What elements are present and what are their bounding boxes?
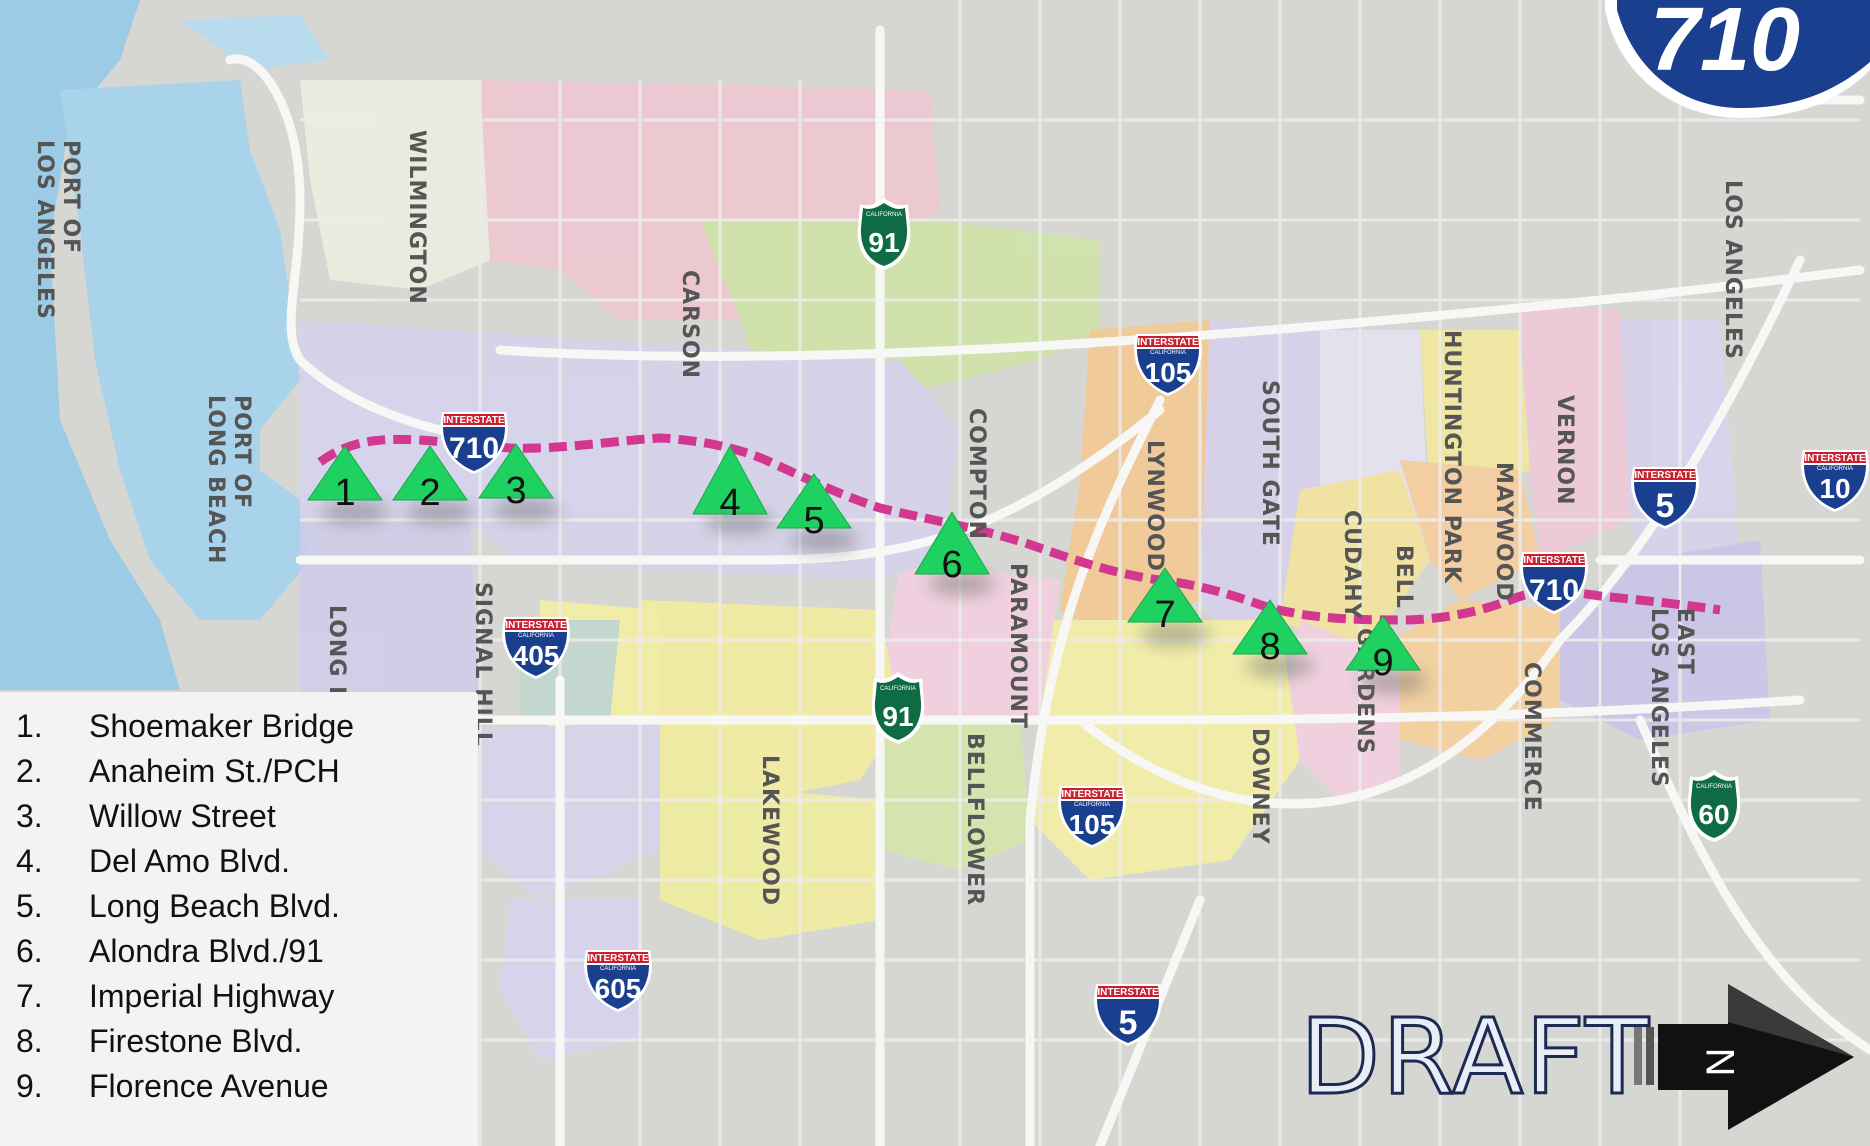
svg-text:INTERSTATE: INTERSTATE (443, 415, 505, 426)
i10-shield: INTERSTATE CALIFORNIA 10 (1801, 450, 1869, 512)
svg-text:CALIFORNIA: CALIFORNIA (518, 633, 554, 639)
sr91-shield-north: CALIFORNIA 91 (857, 198, 911, 270)
place-downey: DOWNEY (1247, 728, 1272, 845)
legend-item: 2.Anaheim St./PCH (16, 753, 340, 789)
north-label: N (1699, 1048, 1743, 1077)
svg-text:CALIFORNIA: CALIFORNIA (1817, 466, 1853, 472)
place-los-angeles: LOS ANGELES (1720, 180, 1745, 360)
svg-text:INTERSTATE: INTERSTATE (587, 953, 649, 964)
svg-text:710: 710 (449, 432, 499, 465)
svg-text:INTERSTATE: INTERSTATE (505, 620, 567, 631)
svg-text:4: 4 (719, 482, 740, 524)
legend-item: 3.Willow Street (16, 798, 276, 834)
svg-text:INTERSTATE: INTERSTATE (1061, 789, 1123, 800)
marker-6: 6 (914, 511, 996, 596)
svg-text:CALIFORNIA: CALIFORNIA (600, 966, 636, 972)
place-labels: PORT OFLOS ANGELES WILMINGTON PORT OFLON… (32, 130, 1745, 906)
legend-item: 5.Long Beach Blvd. (16, 888, 340, 924)
place-bell: BELL (1391, 545, 1416, 609)
i5-shield-north: INTERSTATE 5 (1631, 467, 1699, 529)
svg-text:60: 60 (1698, 799, 1729, 830)
svg-text:CALIFORNIA: CALIFORNIA (880, 686, 916, 692)
svg-text:710: 710 (1529, 574, 1579, 607)
svg-text:6: 6 (941, 544, 962, 586)
legend-item: 7.Imperial Highway (16, 978, 335, 1014)
place-huntington-park: HUNTINGTON PARK (1439, 330, 1464, 584)
place-compton: COMPTON (964, 408, 989, 540)
legend-item: 8.Firestone Blvd. (16, 1023, 303, 1059)
place-cudahy: CUDAHY (1339, 510, 1364, 620)
svg-text:710: 710 (1650, 0, 1800, 90)
svg-text:INTERSTATE: INTERSTATE (1634, 470, 1696, 481)
place-wilmington: WILMINGTON (404, 130, 429, 305)
svg-text:INTERSTATE: INTERSTATE (1137, 337, 1199, 348)
i710-shield-north: INTERSTATE 710 (1520, 552, 1588, 614)
marker-8: 8 (1232, 599, 1314, 678)
i710-shield-south: INTERSTATE 710 (440, 412, 508, 474)
marker-2: 2 (392, 445, 474, 524)
place-vernon: VERNON (1552, 395, 1577, 506)
highway-shields: INTERSTATE 710 INTERSTATE CALIFORNIA 105… (440, 198, 1869, 1046)
marker-1: 1 (307, 445, 389, 524)
svg-text:5: 5 (1656, 487, 1675, 525)
marker-3: 3 (478, 443, 560, 522)
svg-text:8: 8 (1259, 626, 1280, 668)
draft-watermark: DRAFT (1299, 996, 1651, 1118)
svg-text:INTERSTATE: INTERSTATE (1523, 555, 1585, 566)
place-east-la: EASTLOS ANGELES (1646, 608, 1697, 788)
i105-shield-south: INTERSTATE CALIFORNIA 105 (1058, 786, 1126, 848)
svg-text:2: 2 (419, 472, 440, 514)
svg-text:CALIFORNIA: CALIFORNIA (1074, 802, 1110, 808)
svg-text:CALIFORNIA: CALIFORNIA (1150, 350, 1186, 356)
svg-text:INTERSTATE: INTERSTATE (1097, 987, 1159, 998)
north-arrow: N (1634, 984, 1854, 1130)
svg-text:91: 91 (868, 227, 899, 258)
svg-text:405: 405 (513, 640, 560, 671)
marker-9: 9 (1345, 615, 1427, 694)
svg-text:10: 10 (1819, 473, 1850, 504)
svg-text:105: 105 (1145, 357, 1192, 388)
title-i710-shield: 710 (1605, 0, 1870, 118)
marker-7: 7 (1127, 567, 1209, 646)
place-lynwood: LYNWOOD (1142, 440, 1167, 572)
marker-4: 4 (692, 444, 774, 534)
svg-text:91: 91 (882, 701, 913, 732)
place-carson: CARSON (677, 270, 702, 379)
i605-shield: INTERSTATE CALIFORNIA 605 (584, 950, 652, 1012)
i5-shield-south: INTERSTATE 5 (1094, 984, 1162, 1046)
project-markers: 1 2 3 4 5 6 7 (307, 443, 1427, 694)
legend-item: 6.Alondra Blvd./91 (16, 933, 324, 969)
place-paramount: PARAMOUNT (1005, 563, 1030, 729)
sr60-shield: CALIFORNIA 60 (1687, 770, 1741, 842)
project-legend: 1.Shoemaker Bridge 2.Anaheim St./PCH 3.W… (0, 692, 478, 1146)
sr91-shield-south: CALIFORNIA 91 (871, 672, 925, 744)
i710-corridor-route (317, 433, 1721, 625)
svg-text:9: 9 (1372, 642, 1393, 684)
place-maywood: MAYWOOD (1491, 462, 1516, 602)
svg-text:CALIFORNIA: CALIFORNIA (1696, 784, 1732, 790)
place-commerce: COMMERCE (1519, 662, 1544, 812)
i105-shield-north: INTERSTATE CALIFORNIA 105 (1134, 334, 1202, 396)
svg-text:7: 7 (1154, 594, 1175, 636)
place-south-gate: SOUTH GATE (1257, 380, 1282, 547)
svg-text:5: 5 (803, 500, 824, 542)
svg-text:105: 105 (1069, 809, 1116, 840)
svg-text:INTERSTATE: INTERSTATE (1804, 453, 1866, 464)
place-port-la: PORT OFLOS ANGELES (32, 140, 83, 320)
place-lakewood: LAKEWOOD (757, 755, 782, 906)
legend-item: 9.Florence Avenue (16, 1068, 329, 1104)
place-bellflower: BELLFLOWER (962, 733, 987, 906)
legend-item: 1.Shoemaker Bridge (16, 708, 355, 744)
svg-text:3: 3 (505, 470, 526, 512)
i405-shield: INTERSTATE CALIFORNIA 405 (502, 617, 570, 679)
svg-text:1: 1 (334, 472, 355, 514)
marker-5: 5 (776, 473, 858, 552)
place-port-lb: PORT OFLONG BEACH (203, 395, 254, 564)
svg-text:605: 605 (595, 973, 642, 1004)
svg-text:5: 5 (1119, 1004, 1138, 1042)
legend-item: 4.Del Amo Blvd. (16, 843, 290, 879)
svg-text:CALIFORNIA: CALIFORNIA (866, 212, 902, 218)
